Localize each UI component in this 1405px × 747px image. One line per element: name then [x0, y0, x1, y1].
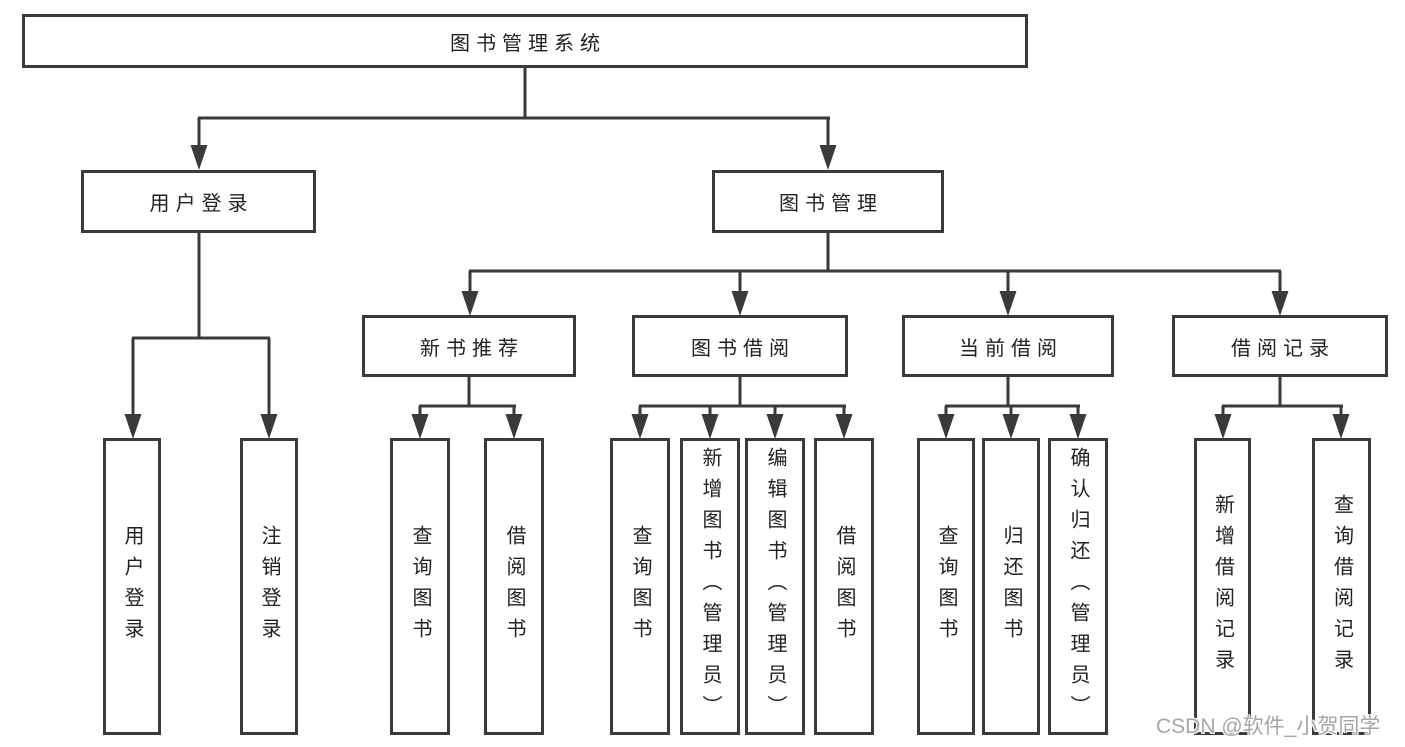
node-book-management-label: 图书管理 — [779, 193, 883, 215]
node-book-borrowing-label: 图书借阅 — [691, 337, 795, 360]
leaf-user-login: 用户登录 — [103, 438, 161, 735]
node-new-book-recommendation: 新书推荐 — [362, 315, 576, 377]
leaf-add-borrow-record-label: 新增借阅记录 — [1211, 493, 1234, 680]
leaf-add-borrow-record: 新增借阅记录 — [1194, 438, 1251, 735]
leaf-logout-label: 注销登录 — [258, 524, 280, 649]
leaf-query-borrow-record-label: 查询借阅记录 — [1330, 493, 1353, 680]
leaf-query-borrow-record: 查询借阅记录 — [1312, 438, 1371, 735]
node-root: 图书管理系统 — [22, 14, 1028, 68]
leaf-edit-book-admin-label: 编辑图书（管理员） — [764, 447, 786, 726]
leaf-borrow-books-borrowing: 借阅图书 — [814, 438, 874, 735]
leaf-logout: 注销登录 — [240, 438, 298, 735]
leaf-return-books-label: 归还图书 — [1000, 524, 1022, 649]
leaf-query-books-recommend: 查询图书 — [390, 438, 450, 735]
node-book-borrowing: 图书借阅 — [632, 315, 848, 377]
node-borrowing-records-label: 借阅记录 — [1231, 337, 1335, 360]
leaf-query-books-borrowing: 查询图书 — [610, 438, 670, 735]
csdn-watermark: CSDN @软件_小贺同学 — [1156, 715, 1381, 738]
node-new-book-recommendation-label: 新书推荐 — [420, 337, 524, 360]
leaf-add-book-admin: 新增图书（管理员） — [680, 438, 740, 735]
connector-strokes — [131, 68, 1343, 418]
node-root-label: 图书管理系统 — [450, 32, 606, 55]
leaf-borrow-books-borrowing-label: 借阅图书 — [833, 524, 855, 649]
leaf-borrow-books-recommend: 借阅图书 — [484, 438, 544, 735]
leaf-confirm-return-admin-label: 确认归还（管理员） — [1067, 447, 1089, 726]
leaf-confirm-return-admin: 确认归还（管理员） — [1048, 438, 1108, 735]
leaf-query-books-current-label: 查询图书 — [935, 524, 957, 649]
leaf-borrow-books-recommend-label: 借阅图书 — [503, 524, 525, 649]
node-user-login-label: 用户登录 — [149, 193, 254, 215]
leaf-query-books-recommend-label: 查询图书 — [409, 524, 431, 649]
leaf-query-books-current: 查询图书 — [917, 438, 975, 735]
leaf-query-books-borrowing-label: 查询图书 — [629, 524, 651, 649]
node-borrowing-records: 借阅记录 — [1172, 315, 1388, 377]
leaf-user-login-label: 用户登录 — [121, 524, 143, 649]
arrowheads — [124, 145, 1350, 439]
leaf-return-books: 归还图书 — [982, 438, 1040, 735]
node-user-login: 用户登录 — [81, 170, 316, 233]
node-book-management: 图书管理 — [712, 170, 944, 233]
node-current-borrowing: 当前借阅 — [902, 315, 1114, 377]
leaf-edit-book-admin: 编辑图书（管理员） — [745, 438, 805, 735]
leaf-add-book-admin-label: 新增图书（管理员） — [699, 447, 721, 726]
node-current-borrowing-label: 当前借阅 — [959, 337, 1063, 360]
